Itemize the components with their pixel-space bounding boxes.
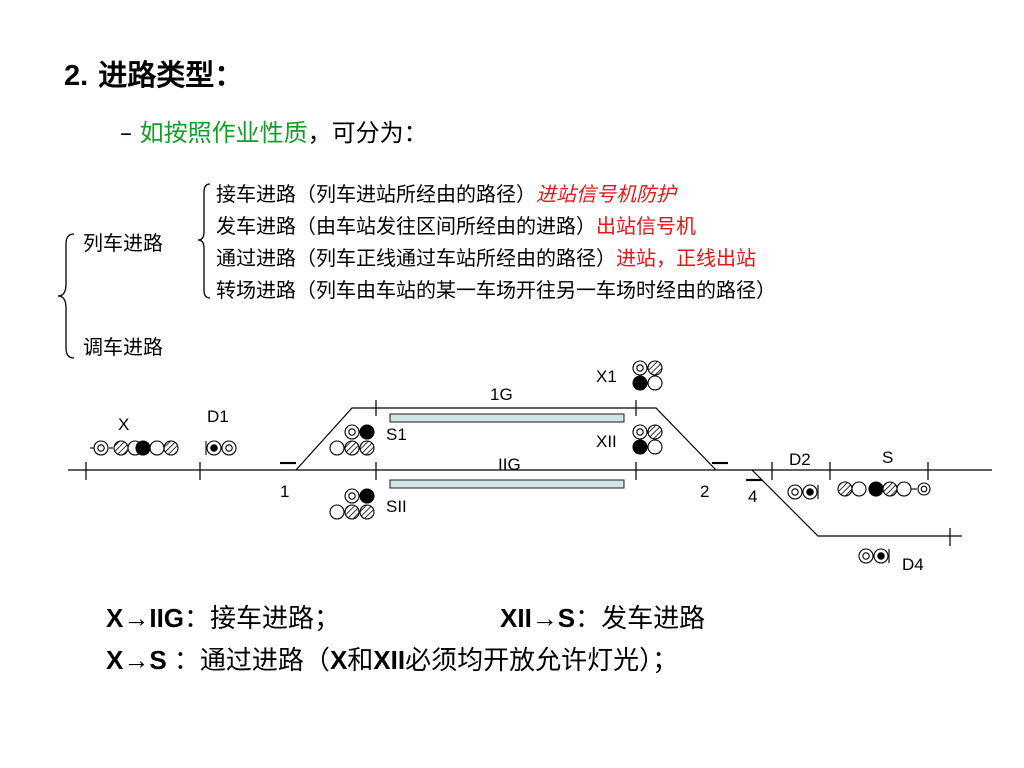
signal-s <box>837 481 931 497</box>
train-route-list: 接车进路（列车进站所经由的路径）进站信号机防护 发车进路（由车站发往区间所经由的… <box>216 178 776 306</box>
section-number: 2. <box>64 60 89 92</box>
summary-line-2: X→S ：通过进路（X和XII必须均开放允许灯光）； <box>106 645 679 675</box>
subheading-green-text: 如按照作业性质 <box>139 119 308 147</box>
lower-branch-track <box>751 469 962 537</box>
route-note-receiving: 进站信号机防护 <box>536 182 676 206</box>
route-note-through: 进站，正线出站 <box>616 246 756 270</box>
signal-sii <box>329 488 375 520</box>
label-d4: D4 <box>902 555 924 574</box>
route-item-departure: 发车进路（由车站发往区间所经由的进路）出站信号机 <box>216 214 696 238</box>
upper-loop-track <box>295 407 717 471</box>
train-route-label: 列车进路 <box>83 231 163 255</box>
signal-s1 <box>329 424 375 456</box>
section-heading: 2. 进路类型： <box>64 52 243 94</box>
label-iig: IIG <box>498 455 521 474</box>
label-x1: X1 <box>596 367 617 386</box>
signal-d2 <box>787 484 819 500</box>
label-s: S <box>882 448 893 467</box>
route-item-receiving: 接车进路（列车进站所经由的路径）进站信号机防护 <box>216 182 676 206</box>
route-note-departure: 出站信号机 <box>596 214 696 238</box>
outer-brace <box>57 233 75 359</box>
signal-x1 <box>632 360 663 391</box>
summary-line-1: X→IIG：接车进路； <box>106 603 341 633</box>
label-switch-2: 2 <box>700 482 709 501</box>
route-item-through: 通过进路（列车正线通过车站所经由的路径）进站，正线出站 <box>216 246 756 270</box>
subheading-dash: – <box>120 119 132 147</box>
label-sii: SII <box>386 497 407 516</box>
shunting-route-label: 调车进路 <box>83 335 163 359</box>
label-switch-1: 1 <box>280 482 289 501</box>
signal-d4 <box>858 548 890 564</box>
label-d2: D2 <box>789 450 811 469</box>
label-d1: D1 <box>207 407 229 426</box>
inner-brace <box>197 183 211 299</box>
signal-xii <box>632 424 663 455</box>
label-switch-4: 4 <box>748 487 757 506</box>
track-lines <box>68 400 992 546</box>
label-1g: 1G <box>490 385 513 404</box>
signal-x <box>90 440 179 456</box>
subheading: – 如按照作业性质，可分为： <box>120 113 428 148</box>
label-s1: S1 <box>386 425 407 444</box>
label-xii: XII <box>596 432 617 451</box>
platform-lower <box>389 479 625 489</box>
summary-line-1-departure: XII→S：发车进路 <box>500 603 706 633</box>
subheading-rest-text: ，可分为： <box>307 119 428 147</box>
section-title: 进路类型： <box>98 58 244 92</box>
route-item-transfer: 转场进路（列车由车站的某一车场开往另一车场时经由的路径） <box>216 278 776 302</box>
platform-upper <box>389 413 625 423</box>
switch-marks <box>280 461 762 482</box>
label-x: X <box>118 415 129 434</box>
signal-d1 <box>205 440 237 456</box>
